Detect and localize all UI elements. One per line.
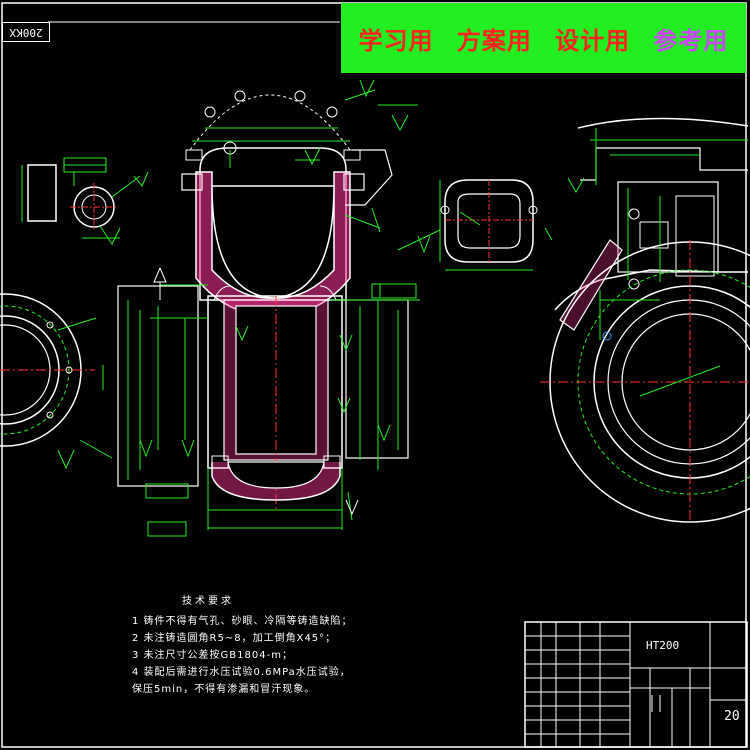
technical-requirements: 技术要求 1 铸件不得有气孔、砂眼、冷隔等铸造缺陷； 2 未注铸造圆角R5~8，… bbox=[132, 592, 353, 698]
title-block bbox=[524, 621, 748, 748]
left-end-view bbox=[0, 293, 113, 459]
side-view bbox=[540, 117, 750, 523]
corner-drawing-tag: 200KX bbox=[2, 22, 50, 42]
banner-item-design: 设计用 bbox=[555, 26, 631, 55]
note-line: 保压5min，不得有渗漏和冒汗现象。 bbox=[132, 684, 316, 695]
banner-item-plan: 方案用 bbox=[456, 26, 532, 55]
title-block-material: HT200 bbox=[646, 639, 680, 652]
title-block-scale: 20 bbox=[724, 709, 740, 724]
notes-title: 技术要求 bbox=[182, 596, 234, 607]
watermark-banner: 学习用 方案用 设计用 参考用 bbox=[341, 3, 746, 73]
banner-item-reference: 参考用 bbox=[653, 26, 729, 55]
main-section-view bbox=[57, 79, 420, 537]
detail-view-a bbox=[21, 157, 149, 245]
banner-item-study: 学习用 bbox=[358, 26, 434, 55]
note-line: 3 未注尺寸公差按GB1804-m； bbox=[132, 650, 293, 661]
note-line: 2 未注铸造圆角R5~8，加工倒角X45°； bbox=[132, 633, 337, 644]
note-line: 1 铸件不得有气孔、砂眼、冷隔等铸造缺陷； bbox=[132, 616, 353, 627]
note-line: 4 装配后需进行水压试验0.6MPa水压试验， bbox=[132, 667, 351, 678]
flange-detail-view bbox=[397, 179, 538, 271]
